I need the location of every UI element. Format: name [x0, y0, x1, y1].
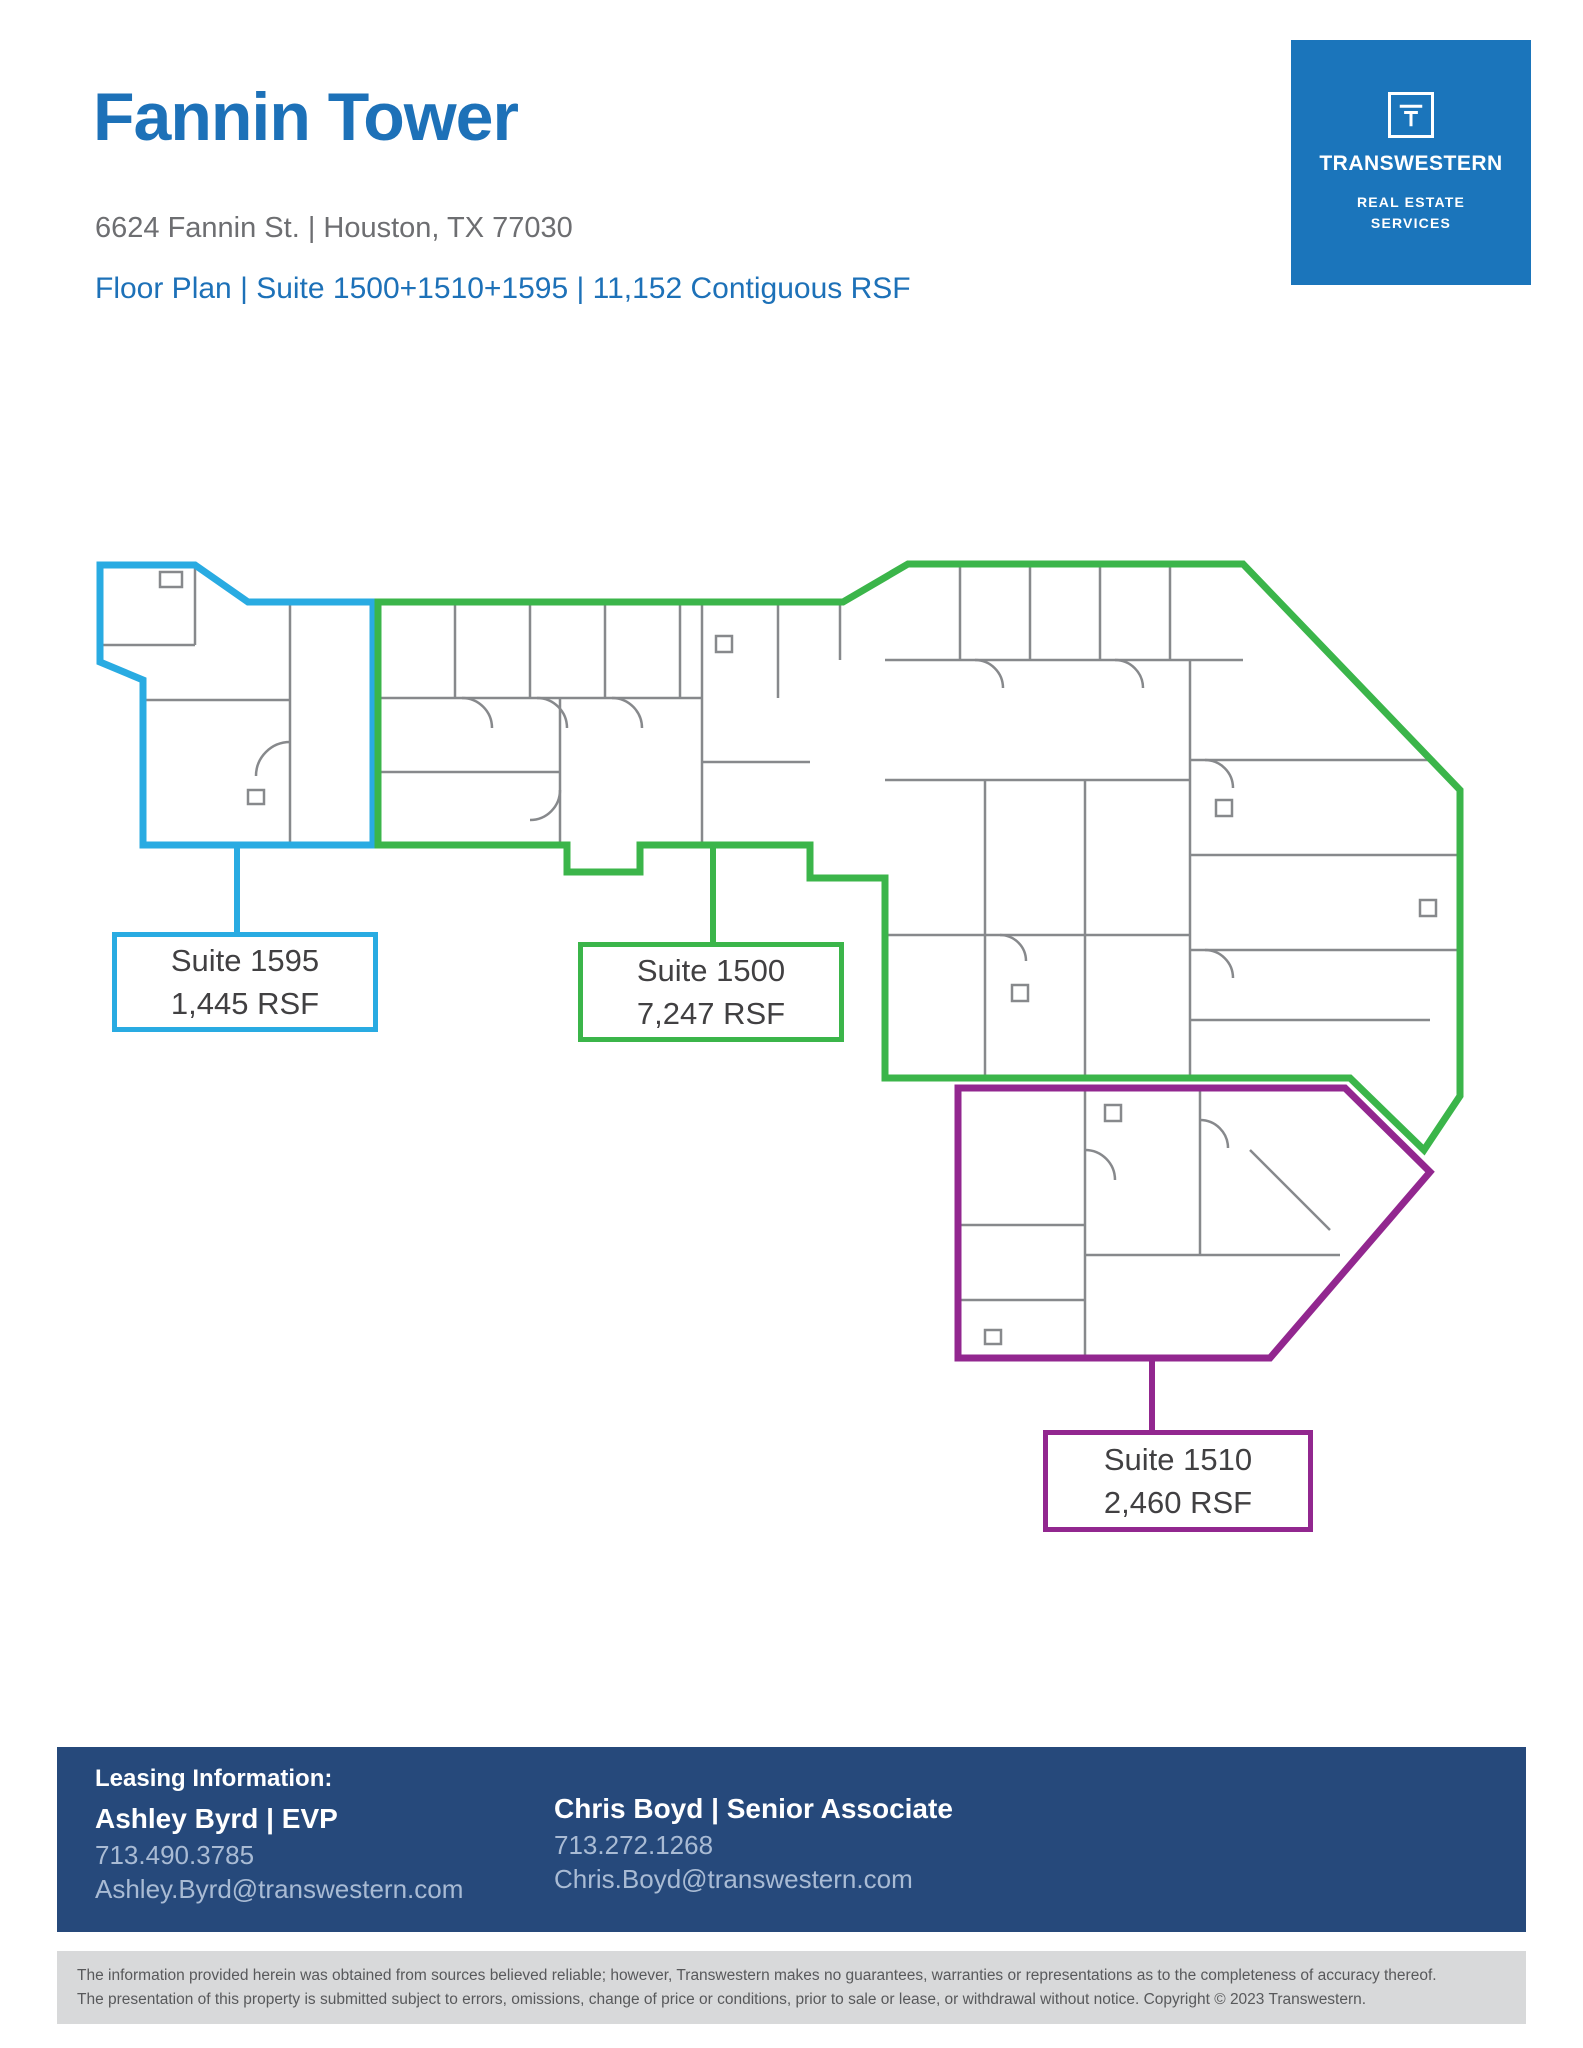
suite-1595-outline: [96, 561, 377, 849]
disclaimer-line2: The presentation of this property is sub…: [77, 1991, 1367, 2009]
logo-tagline: REAL ESTATE SERVICES: [1357, 192, 1465, 233]
transwestern-t-icon: [1388, 92, 1434, 139]
suite-1500-outline: [374, 560, 1464, 1156]
property-address: 6624 Fannin St. | Houston, TX 77030: [95, 212, 573, 244]
suite-1595-rsf: 1,445 RSF: [170, 986, 320, 1021]
contact-name: Ashley Byrd | EVP: [95, 1803, 338, 1834]
suite-1510-name: Suite 1510: [1103, 1441, 1253, 1477]
suite-1500-rsf: 7,247 RSF: [636, 996, 786, 1031]
floorplan-walls: [100, 564, 1460, 1358]
disclaimer-line1: The information provided herein was obta…: [77, 1967, 1437, 1984]
suite-1500-name: Suite 1500: [636, 952, 786, 988]
contact-chris-boyd: Chris Boyd | Senior Associate 713.272.12…: [554, 1791, 953, 1897]
page-title: Fannin Tower: [93, 79, 519, 155]
suite-1510-label-box: Suite 1510 2,460 RSF: [1043, 1430, 1313, 1532]
logo-brand-name: TRANSWESTERN: [1319, 152, 1503, 176]
disclaimer-bar: The information provided herein was obta…: [57, 1951, 1526, 2024]
leasing-heading: Leasing Information:: [95, 1765, 333, 1792]
contact-email: Chris.Boyd@transwestern.com: [554, 1864, 913, 1895]
contact-name: Chris Boyd | Senior Associate: [554, 1793, 953, 1824]
contact-ashley-byrd: Ashley Byrd | EVP 713.490.3785 Ashley.By…: [95, 1801, 463, 1907]
floorplan-subtitle: Floor Plan | Suite 1500+1510+1595 | 11,1…: [95, 272, 911, 305]
suite-1595-name: Suite 1595: [170, 942, 320, 978]
suite-1500-label-box: Suite 1500 7,247 RSF: [578, 942, 844, 1042]
suite-1510-outline: [954, 1084, 1435, 1362]
leasing-footer: Leasing Information: Ashley Byrd | EVP 7…: [57, 1747, 1526, 1932]
suite-1595-label-box: Suite 1595 1,445 RSF: [112, 932, 378, 1032]
suite-1510-rsf: 2,460 RSF: [1103, 1485, 1253, 1520]
transwestern-logo: TRANSWESTERN REAL ESTATE SERVICES: [1291, 40, 1531, 285]
contact-email: Ashley.Byrd@transwestern.com: [95, 1874, 464, 1905]
logo-tagline-line1: REAL ESTATE: [1356, 194, 1466, 211]
logo-tagline-line2: SERVICES: [1370, 214, 1452, 231]
contact-phone: 713.490.3785: [95, 1839, 255, 1870]
contact-phone: 713.272.1268: [554, 1829, 714, 1860]
